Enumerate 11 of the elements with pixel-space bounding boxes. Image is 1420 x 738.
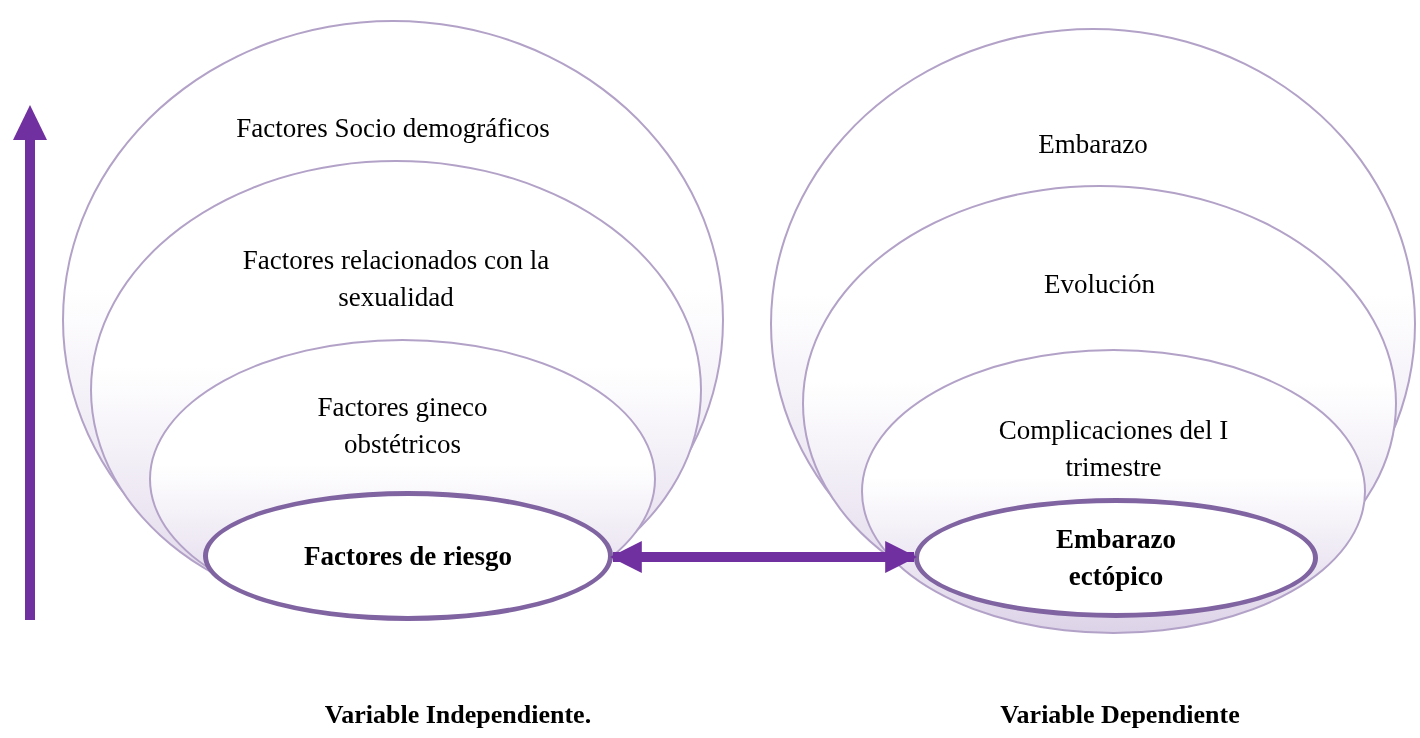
ellipse-label: Embarazo	[1037, 128, 1149, 161]
ellipse-label: Factores gineco obstétricos	[316, 391, 489, 461]
ellipse-label: Complicaciones del I trimestre	[997, 414, 1230, 484]
ellipse-label: Factores Socio demográficos	[235, 112, 551, 145]
ellipse-label: Factores relacionados con la sexualidad	[241, 244, 551, 314]
ellipse-label: Embarazo ectópico	[1055, 523, 1177, 593]
ellipse-label: Evolución	[1043, 268, 1156, 301]
double-arrow	[609, 541, 918, 573]
ellipse-label: Factores de riesgo	[303, 539, 513, 573]
caption: Variable Independiente.	[323, 700, 593, 730]
caption: Variable Dependiente	[999, 700, 1241, 730]
